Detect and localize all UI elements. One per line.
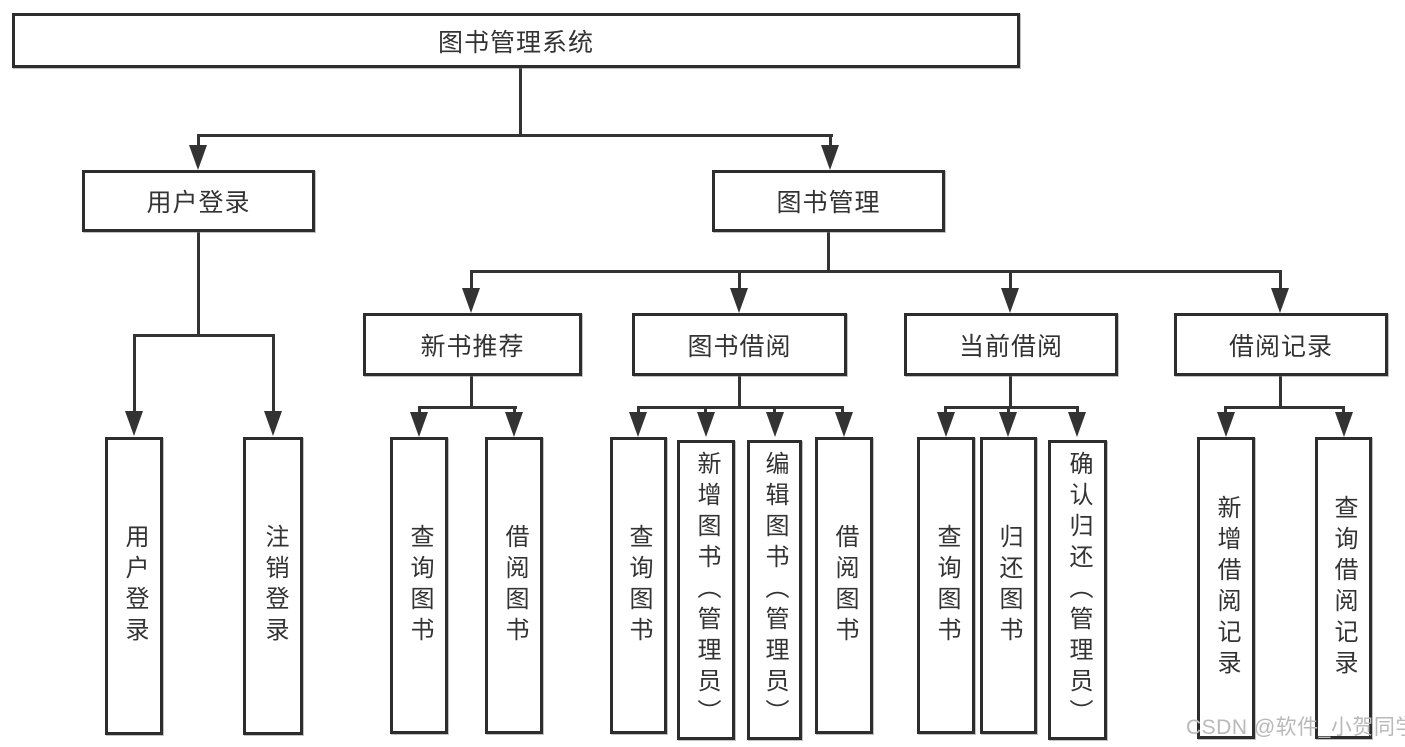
connector-user-login-stem bbox=[197, 232, 200, 337]
stub-c3 bbox=[773, 406, 776, 416]
arrow-d3 bbox=[1068, 412, 1086, 437]
stub-c2 bbox=[704, 406, 707, 416]
arrow-b1 bbox=[410, 412, 428, 437]
node-user-login: 用户登录 bbox=[82, 170, 315, 232]
leaf-query-borrow-record: 查询借阅记录 bbox=[1315, 437, 1372, 739]
connector-book-mgmt-stem bbox=[827, 232, 830, 273]
node-library-system: 图书管理系统 bbox=[12, 13, 1020, 68]
csdn-watermark: CSDN @软件_小贺同学 bbox=[1186, 716, 1405, 739]
stub-e2 bbox=[1342, 406, 1345, 416]
connector-root-stem bbox=[519, 68, 522, 137]
stub-b1 bbox=[418, 406, 421, 416]
node-book-borrow: 图书借阅 bbox=[632, 313, 847, 376]
arrow-to-current-borrow bbox=[1001, 288, 1019, 313]
leaf-return-books: 归还图书 bbox=[980, 437, 1037, 734]
stub-e1 bbox=[1224, 406, 1227, 416]
arrow-c3 bbox=[766, 412, 784, 437]
arrow-c2 bbox=[697, 412, 715, 437]
arrow-c1 bbox=[629, 412, 647, 437]
connector-book-borrow-branch bbox=[637, 406, 844, 409]
connector-current-borrow-stem bbox=[1009, 376, 1012, 409]
connector-leaf-user-login-stub bbox=[133, 334, 136, 414]
arrow-e2 bbox=[1335, 412, 1353, 437]
connector-new-book-stem bbox=[470, 376, 473, 409]
arrow-c4 bbox=[835, 412, 853, 437]
leaf-logout: 注销登录 bbox=[243, 437, 303, 735]
leaf-borrow-books-recommend: 借阅图书 bbox=[485, 437, 543, 734]
arrow-d2 bbox=[999, 412, 1017, 437]
connector-current-borrow-stub bbox=[1009, 270, 1012, 292]
connector-user-login-stub bbox=[197, 134, 200, 148]
stub-d2 bbox=[1007, 406, 1010, 416]
leaf-edit-book-admin: 编辑图书（管理员） bbox=[747, 440, 802, 740]
arrow-to-new-book bbox=[462, 288, 480, 313]
arrow-to-book-borrow bbox=[730, 288, 748, 313]
connector-new-book-branch bbox=[418, 406, 517, 409]
stub-c1 bbox=[637, 406, 640, 416]
connector-user-login-branch bbox=[133, 334, 275, 337]
connector-borrow-record-branch bbox=[1224, 406, 1345, 409]
arrow-to-user-login bbox=[189, 145, 207, 170]
connector-current-borrow-branch bbox=[944, 406, 1079, 409]
connector-level1-branch bbox=[197, 134, 833, 137]
leaf-add-book-admin: 新增图书（管理员） bbox=[677, 440, 735, 740]
connector-book-mgmt-stub bbox=[829, 134, 832, 148]
leaf-query-books-current: 查询图书 bbox=[917, 437, 975, 734]
leaf-query-books-recommend: 查询图书 bbox=[390, 437, 448, 734]
stub-b2 bbox=[513, 406, 516, 416]
stub-c4 bbox=[841, 406, 844, 416]
connector-leaf-logout-stub bbox=[272, 334, 275, 414]
arrow-e1 bbox=[1217, 412, 1235, 437]
connector-borrow-record-stub bbox=[1279, 270, 1282, 292]
arrow-d1 bbox=[937, 412, 955, 437]
arrow-to-leaf-user-login bbox=[125, 411, 143, 436]
stub-d3 bbox=[1076, 406, 1079, 416]
leaf-user-login: 用户登录 bbox=[105, 437, 163, 735]
connector-borrow-record-stem bbox=[1279, 376, 1282, 409]
connector-level2-branch bbox=[470, 270, 1282, 273]
arrow-b2 bbox=[505, 412, 523, 437]
arrow-to-borrow-record bbox=[1271, 288, 1289, 313]
connector-book-borrow-stem bbox=[738, 376, 741, 409]
node-new-book-recommend: 新书推荐 bbox=[363, 313, 582, 376]
connector-book-borrow-stub bbox=[738, 270, 741, 292]
connector-new-book-stub bbox=[470, 270, 473, 292]
arrow-to-book-mgmt bbox=[821, 145, 839, 170]
node-book-management: 图书管理 bbox=[712, 170, 945, 232]
node-borrow-records: 借阅记录 bbox=[1174, 313, 1388, 376]
node-current-borrow: 当前借阅 bbox=[904, 313, 1118, 376]
leaf-borrow-books-borrow: 借阅图书 bbox=[815, 437, 873, 734]
leaf-add-borrow-record: 新增借阅记录 bbox=[1197, 437, 1255, 739]
leaf-confirm-return-admin: 确认归还（管理员） bbox=[1048, 440, 1107, 740]
leaf-query-books-borrow: 查询图书 bbox=[610, 437, 667, 734]
arrow-to-leaf-logout bbox=[264, 411, 282, 436]
stub-d1 bbox=[944, 406, 947, 416]
